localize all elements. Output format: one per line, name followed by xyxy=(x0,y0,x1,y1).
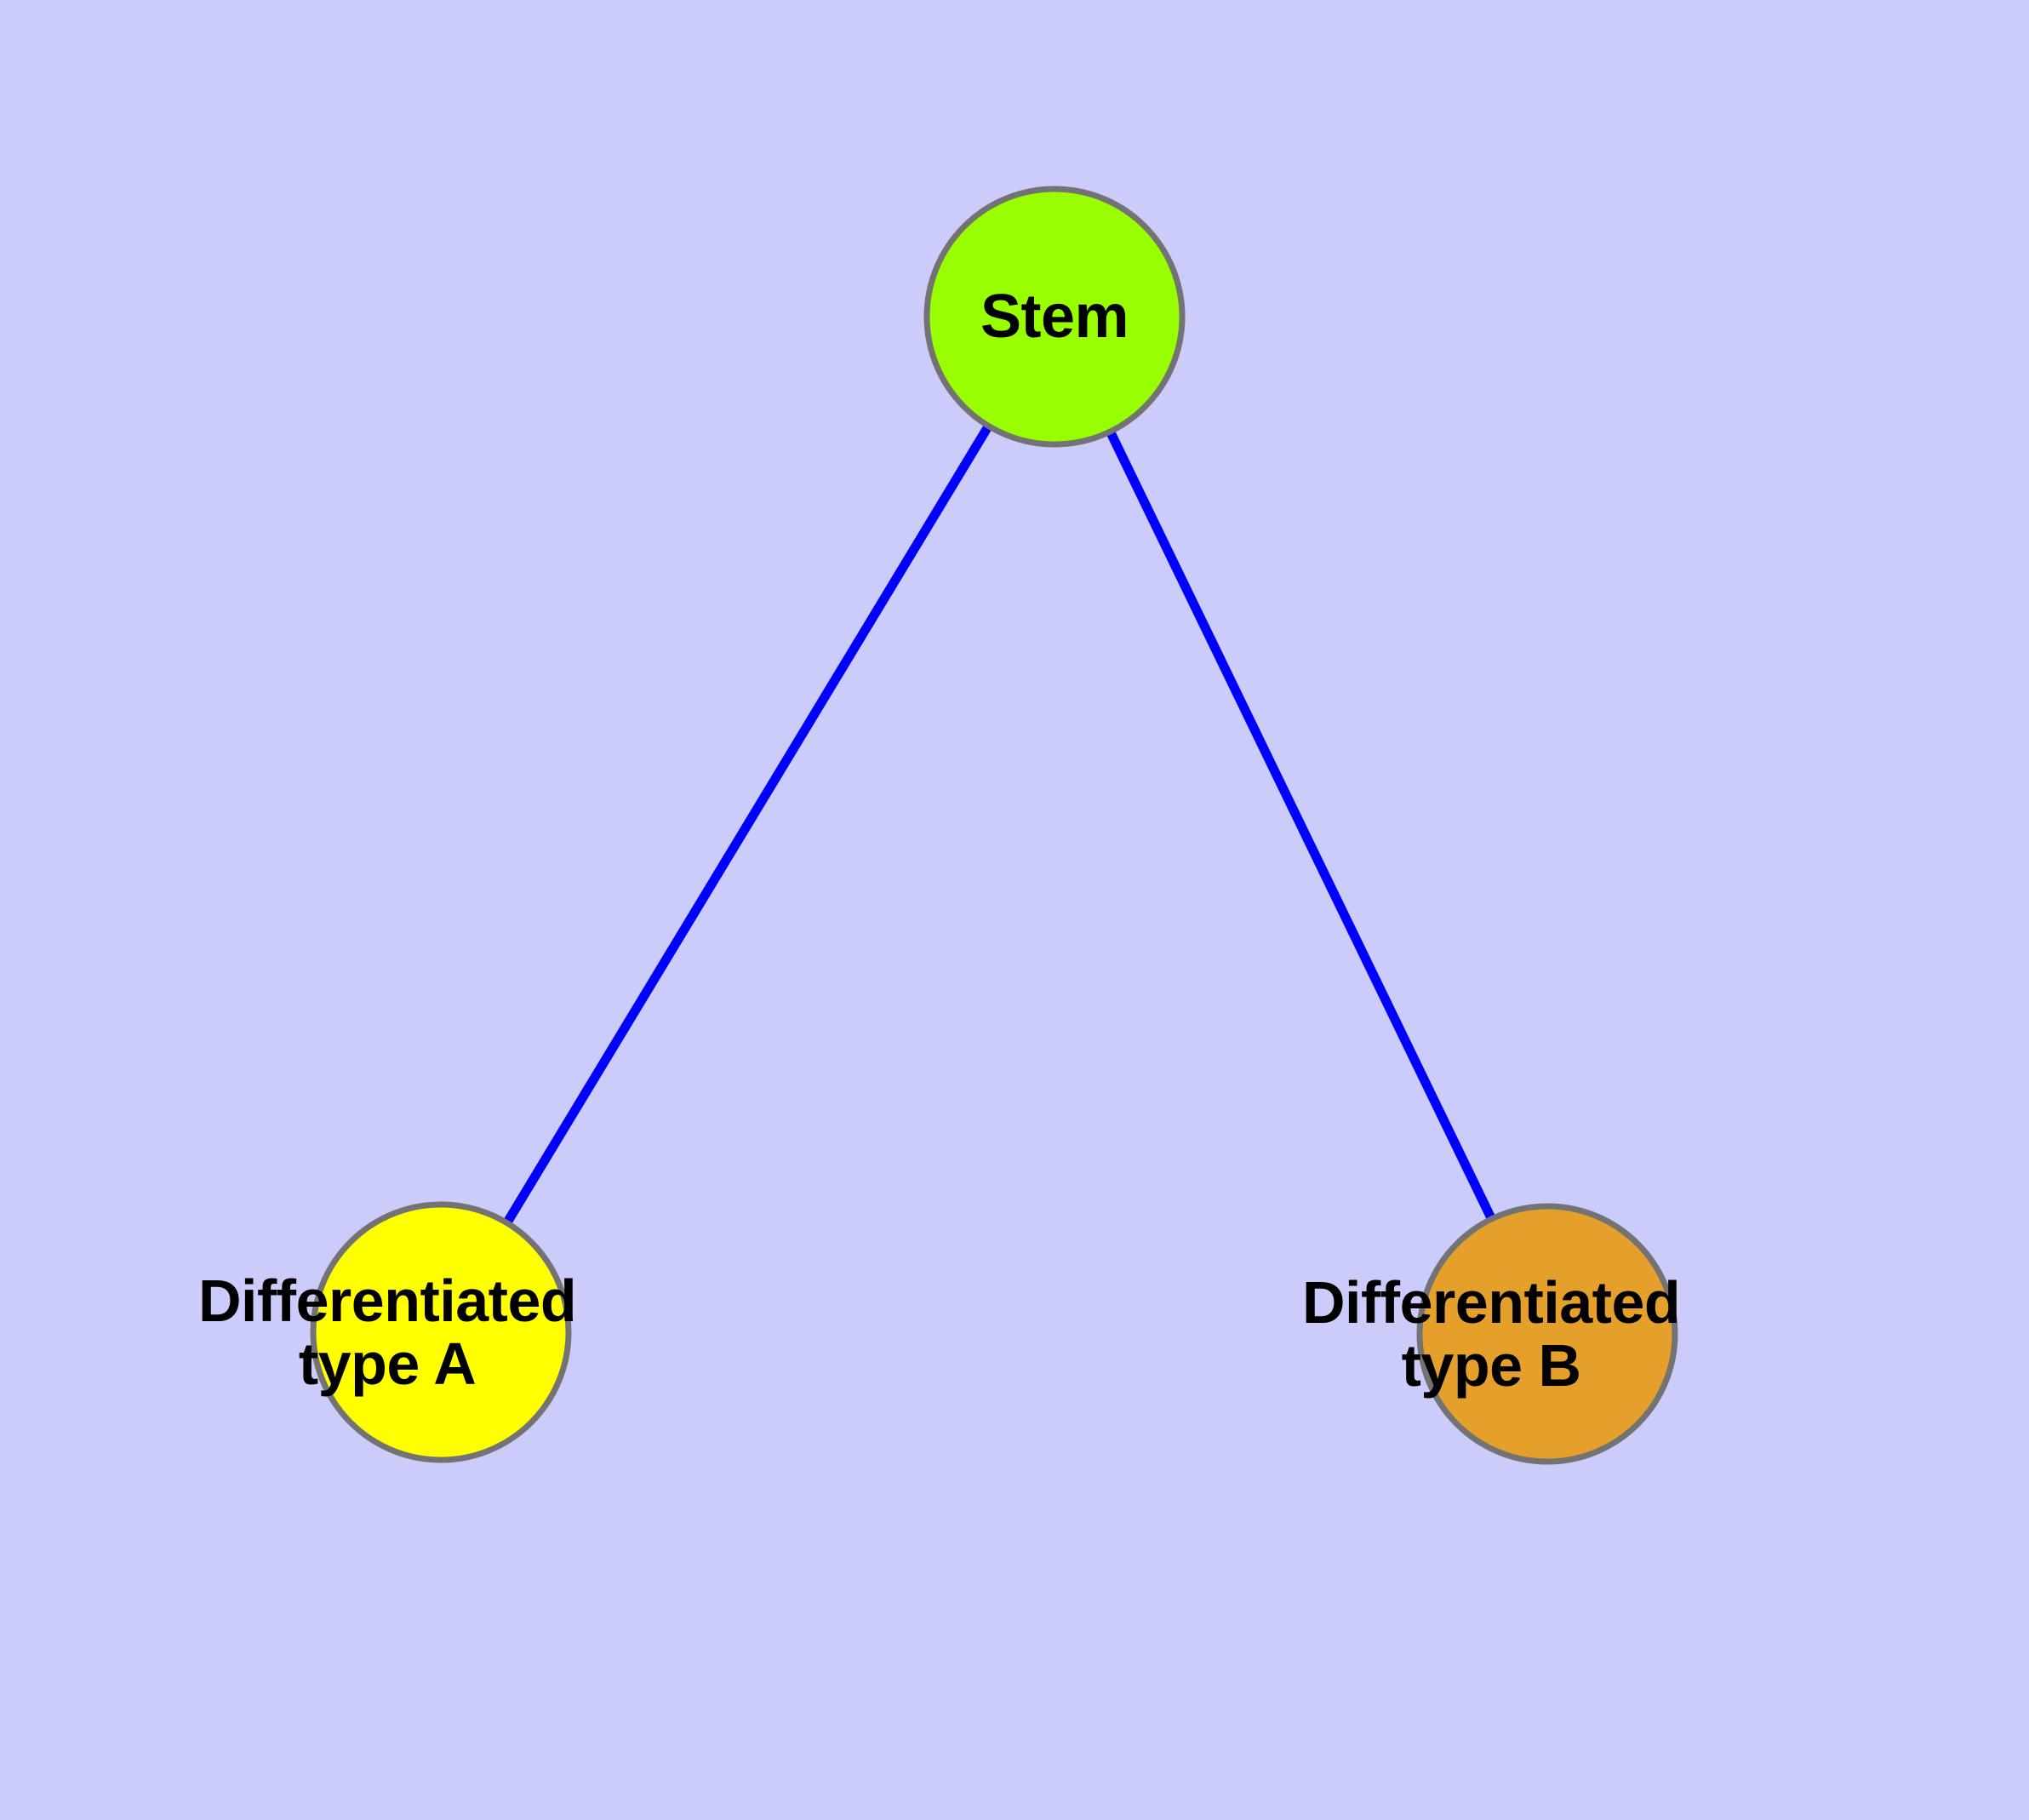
graph-edge-stem-to-diff-a xyxy=(437,314,1059,1335)
edges-layer xyxy=(437,314,1552,1336)
nodes-layer xyxy=(310,186,1678,1465)
graph-edge-stem-to-diff-b xyxy=(1050,314,1552,1336)
graph-node-diff-b[interactable] xyxy=(1416,1203,1678,1465)
graph-node-stem[interactable] xyxy=(923,186,1186,448)
graph-node-diff-a[interactable] xyxy=(310,1201,572,1463)
